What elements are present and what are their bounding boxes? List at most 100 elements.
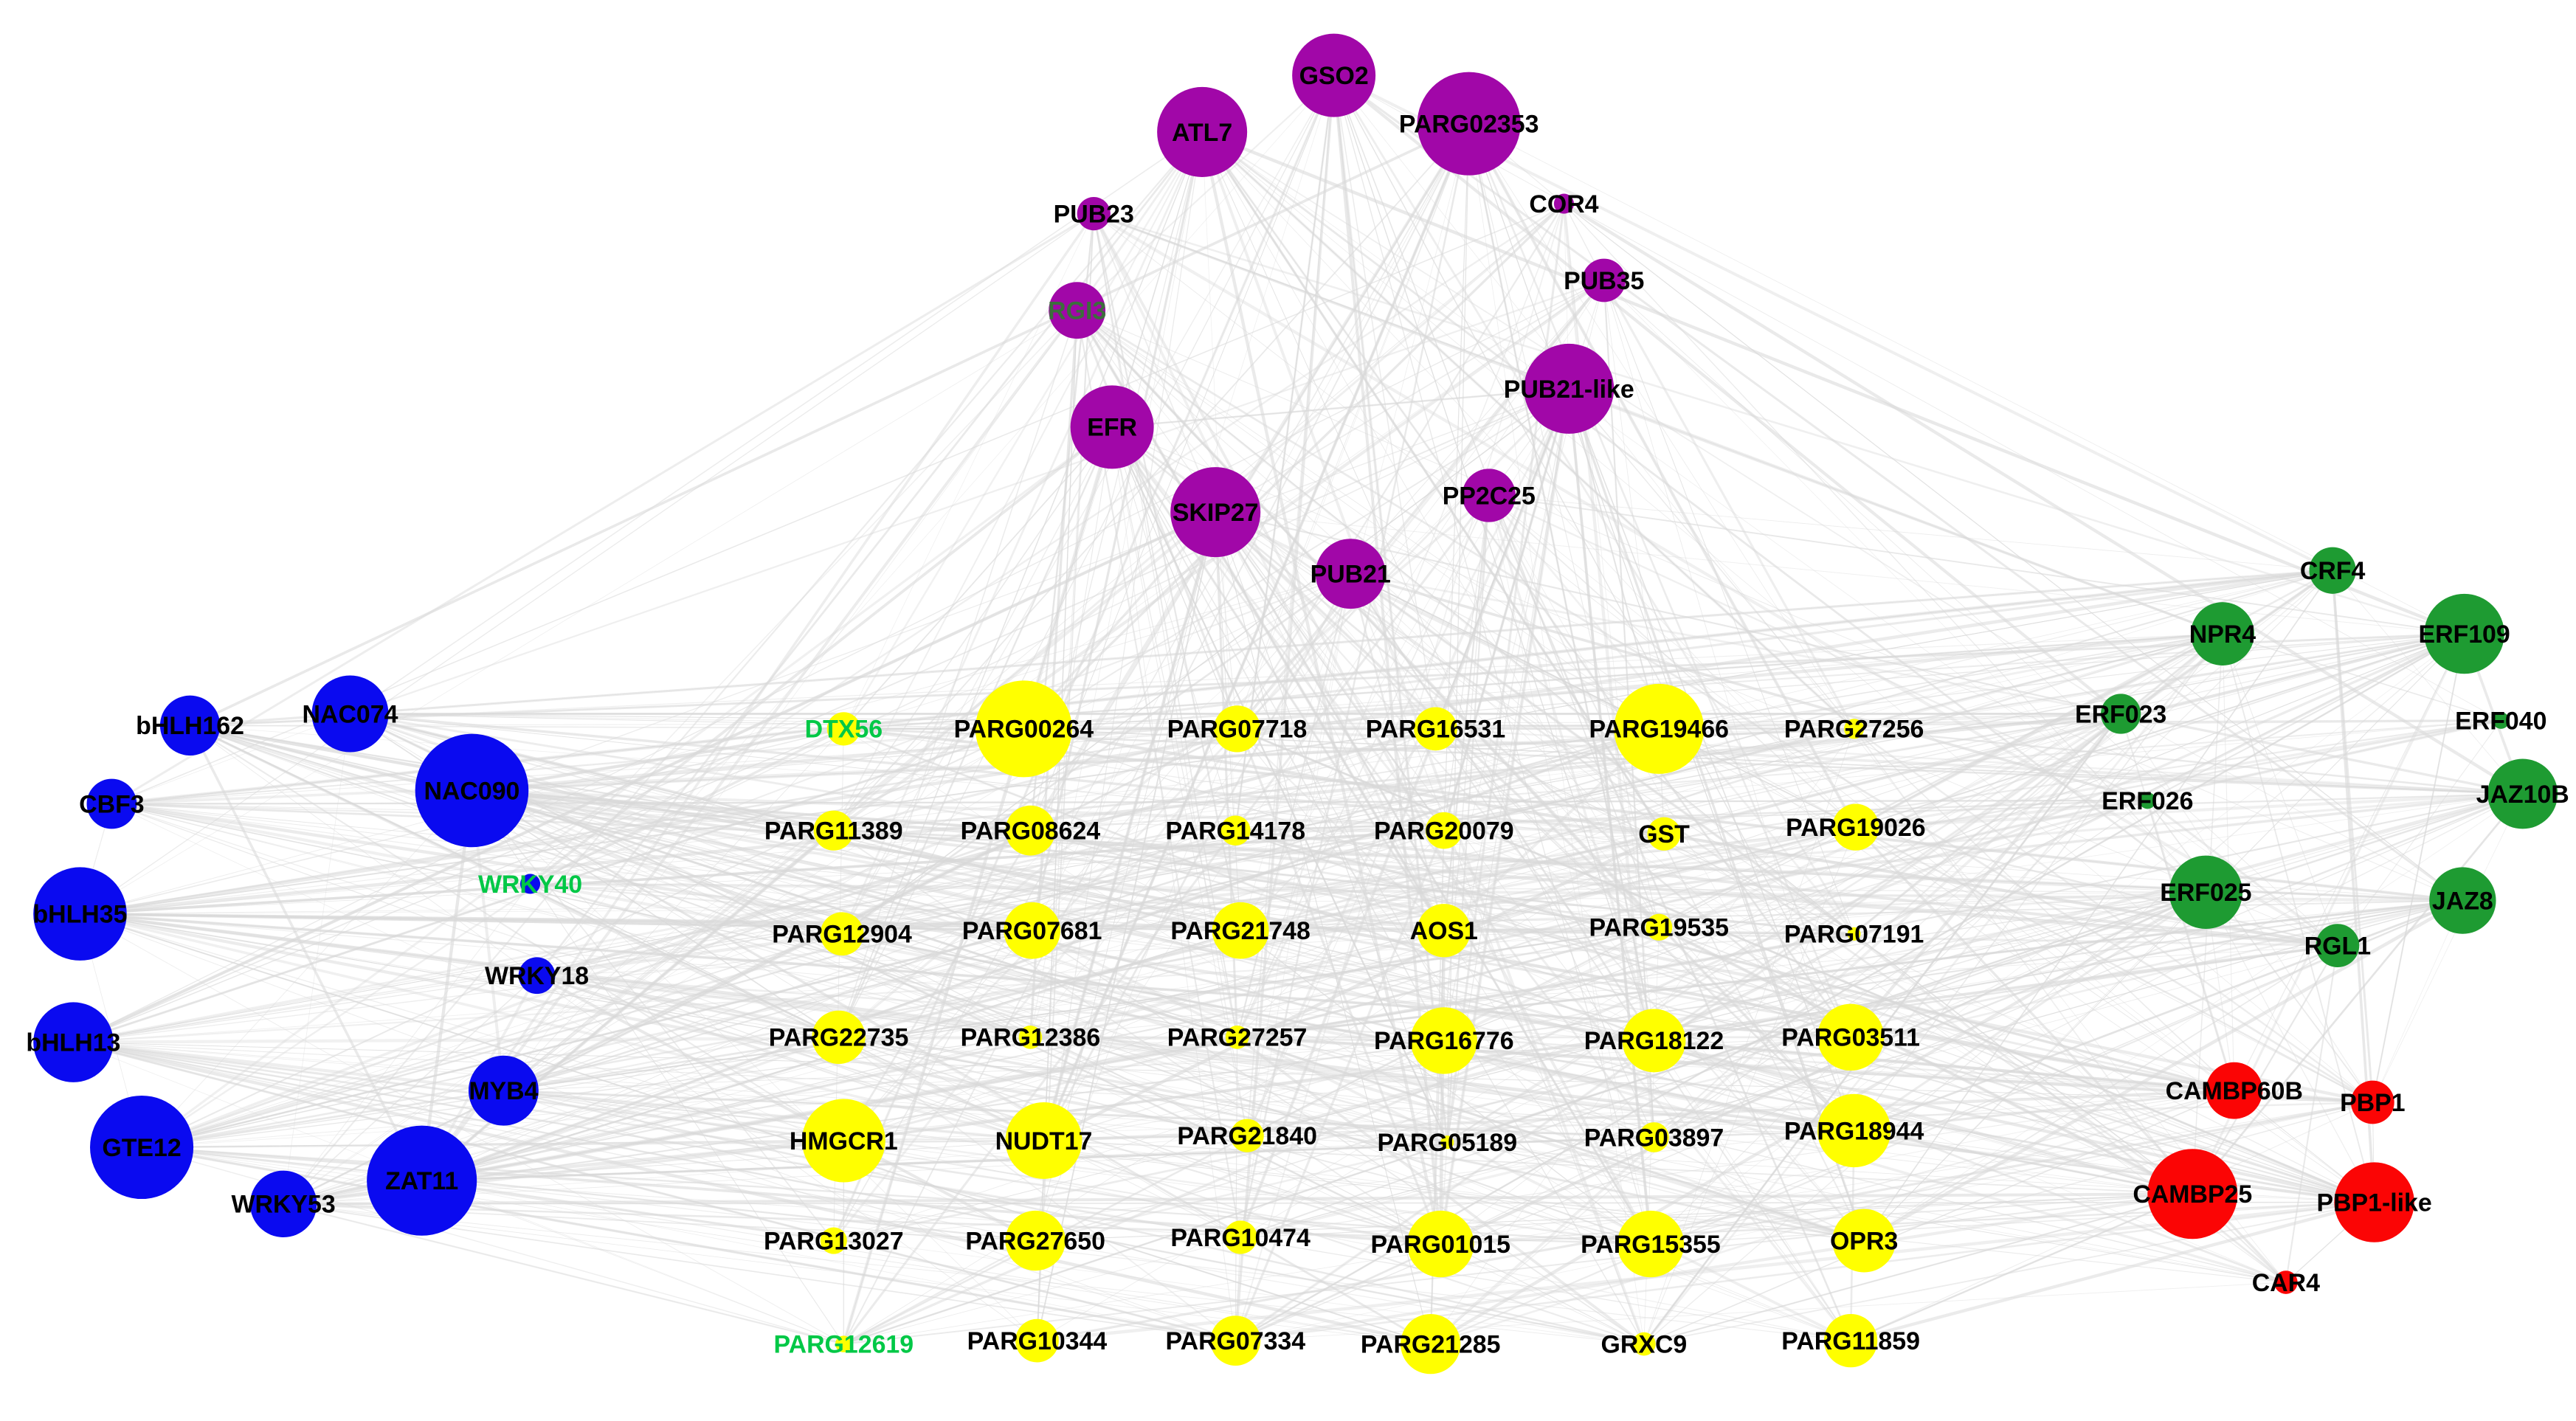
red-node-circle[interactable]	[2147, 1149, 2238, 1240]
blue-node-circle[interactable]	[415, 733, 529, 848]
yellow-node-circle[interactable]	[835, 1335, 852, 1352]
node-PARG21285[interactable]	[1401, 1313, 1461, 1375]
yellow-node-circle[interactable]	[1407, 1210, 1474, 1278]
node-ERF023[interactable]	[2101, 694, 2141, 734]
yellow-node-circle[interactable]	[1015, 1318, 1059, 1363]
yellow-node-circle[interactable]	[1212, 902, 1269, 959]
node-PARG16776[interactable]	[1410, 1007, 1477, 1074]
blue-node-circle[interactable]	[90, 1095, 194, 1200]
node-MYB4[interactable]	[468, 1055, 539, 1126]
node-CAMBP25[interactable]	[2147, 1149, 2238, 1240]
node-PARG02353[interactable]	[1417, 72, 1521, 176]
yellow-node-circle[interactable]	[1632, 1332, 1656, 1356]
yellow-node-circle[interactable]	[1005, 1102, 1082, 1179]
yellow-node-circle[interactable]	[1230, 1119, 1264, 1152]
yellow-node-circle[interactable]	[1225, 1026, 1249, 1049]
yellow-node-circle[interactable]	[1425, 812, 1463, 849]
green-node-circle[interactable]	[2191, 602, 2254, 665]
yellow-node-circle[interactable]	[1617, 1210, 1685, 1278]
node-PARG10474[interactable]	[1223, 1220, 1257, 1254]
node-PARG15355[interactable]	[1617, 1210, 1685, 1278]
node-WRKY40[interactable]	[519, 874, 541, 894]
node-PARG21840[interactable]	[1230, 1119, 1264, 1152]
green-node-circle[interactable]	[2309, 547, 2356, 594]
yellow-node-circle[interactable]	[1005, 1210, 1066, 1271]
yellow-node-circle[interactable]	[813, 810, 854, 851]
red-node-circle[interactable]	[2206, 1062, 2263, 1119]
node-GRXC9[interactable]	[1632, 1332, 1656, 1356]
node-PARG03511[interactable]	[1817, 1003, 1885, 1071]
node-PBP1-like[interactable]	[2334, 1162, 2414, 1242]
blue-node-circle[interactable]	[86, 778, 137, 829]
node-ERF040[interactable]	[2493, 712, 2510, 729]
node-bHLH162[interactable]	[159, 695, 221, 756]
node-PARG13027[interactable]	[820, 1227, 847, 1254]
purple-node-circle[interactable]	[1553, 193, 1575, 214]
yellow-node-circle[interactable]	[1220, 815, 1251, 846]
yellow-node-circle[interactable]	[1844, 719, 1865, 739]
purple-node-circle[interactable]	[1292, 33, 1376, 117]
node-PUB21[interactable]	[1315, 539, 1386, 609]
red-node-circle[interactable]	[2334, 1162, 2414, 1242]
yellow-node-circle[interactable]	[1647, 817, 1681, 851]
blue-node-circle[interactable]	[519, 874, 541, 894]
node-PARG01015[interactable]	[1407, 1210, 1474, 1278]
yellow-node-circle[interactable]	[1639, 1122, 1669, 1152]
node-RGI3[interactable]	[1049, 282, 1106, 339]
node-CBF3[interactable]	[86, 778, 137, 829]
node-PARG27650[interactable]	[1005, 1210, 1066, 1271]
node-GTE12[interactable]	[90, 1095, 194, 1200]
yellow-node-circle[interactable]	[1018, 1026, 1043, 1049]
purple-node-circle[interactable]	[1070, 385, 1154, 469]
yellow-node-circle[interactable]	[1817, 1003, 1885, 1071]
node-PARG07718[interactable]	[1213, 705, 1261, 753]
blue-node-circle[interactable]	[468, 1055, 539, 1126]
node-PARG11859[interactable]	[1823, 1313, 1878, 1368]
purple-node-circle[interactable]	[1049, 282, 1106, 339]
node-PP2C25[interactable]	[1462, 469, 1516, 522]
yellow-node-circle[interactable]	[1847, 927, 1861, 941]
yellow-node-circle[interactable]	[1410, 1007, 1477, 1074]
yellow-node-circle[interactable]	[1005, 805, 1056, 856]
node-ATL7[interactable]	[1157, 86, 1248, 177]
node-GSO2[interactable]	[1292, 33, 1376, 117]
node-HMGCR1[interactable]	[801, 1099, 885, 1183]
node-PARG12619[interactable]	[835, 1335, 852, 1352]
node-GST[interactable]	[1647, 817, 1681, 851]
node-PARG27257[interactable]	[1225, 1026, 1249, 1049]
yellow-node-circle[interactable]	[1646, 913, 1673, 941]
node-PARG00264[interactable]	[975, 680, 1072, 778]
node-DTX56[interactable]	[826, 712, 860, 746]
node-WRKY53[interactable]	[249, 1170, 317, 1238]
node-PARG18944[interactable]	[1817, 1093, 1891, 1168]
yellow-node-circle[interactable]	[1210, 1315, 1261, 1366]
yellow-node-circle[interactable]	[1614, 683, 1705, 774]
node-PUB21-like[interactable]	[1524, 343, 1615, 434]
yellow-node-circle[interactable]	[1223, 1220, 1257, 1254]
blue-node-circle[interactable]	[518, 957, 556, 995]
node-PUB23[interactable]	[1077, 197, 1111, 231]
yellow-node-circle[interactable]	[820, 912, 864, 956]
yellow-node-circle[interactable]	[801, 1099, 885, 1183]
node-PBP1[interactable]	[2350, 1080, 2394, 1124]
green-node-circle[interactable]	[2429, 867, 2496, 934]
node-PARG12904[interactable]	[820, 912, 864, 956]
yellow-node-circle[interactable]	[1414, 707, 1457, 751]
green-node-circle[interactable]	[2138, 792, 2156, 809]
yellow-node-circle[interactable]	[826, 712, 860, 746]
yellow-node-circle[interactable]	[1213, 705, 1261, 753]
node-WRKY18[interactable]	[518, 957, 556, 995]
node-SKIP27[interactable]	[1170, 467, 1261, 558]
purple-node-circle[interactable]	[1170, 467, 1261, 558]
node-EFR[interactable]	[1070, 385, 1154, 469]
node-PARG20079[interactable]	[1425, 812, 1463, 849]
node-CAR4[interactable]	[2274, 1270, 2298, 1294]
purple-node-circle[interactable]	[1582, 258, 1626, 302]
purple-node-circle[interactable]	[1077, 197, 1111, 231]
node-PARG18122[interactable]	[1622, 1009, 1686, 1073]
red-node-circle[interactable]	[2274, 1270, 2298, 1294]
purple-node-circle[interactable]	[1157, 86, 1248, 177]
node-PARG10344[interactable]	[1015, 1318, 1059, 1363]
yellow-node-circle[interactable]	[1817, 1093, 1891, 1168]
node-PARG27256[interactable]	[1844, 719, 1865, 739]
